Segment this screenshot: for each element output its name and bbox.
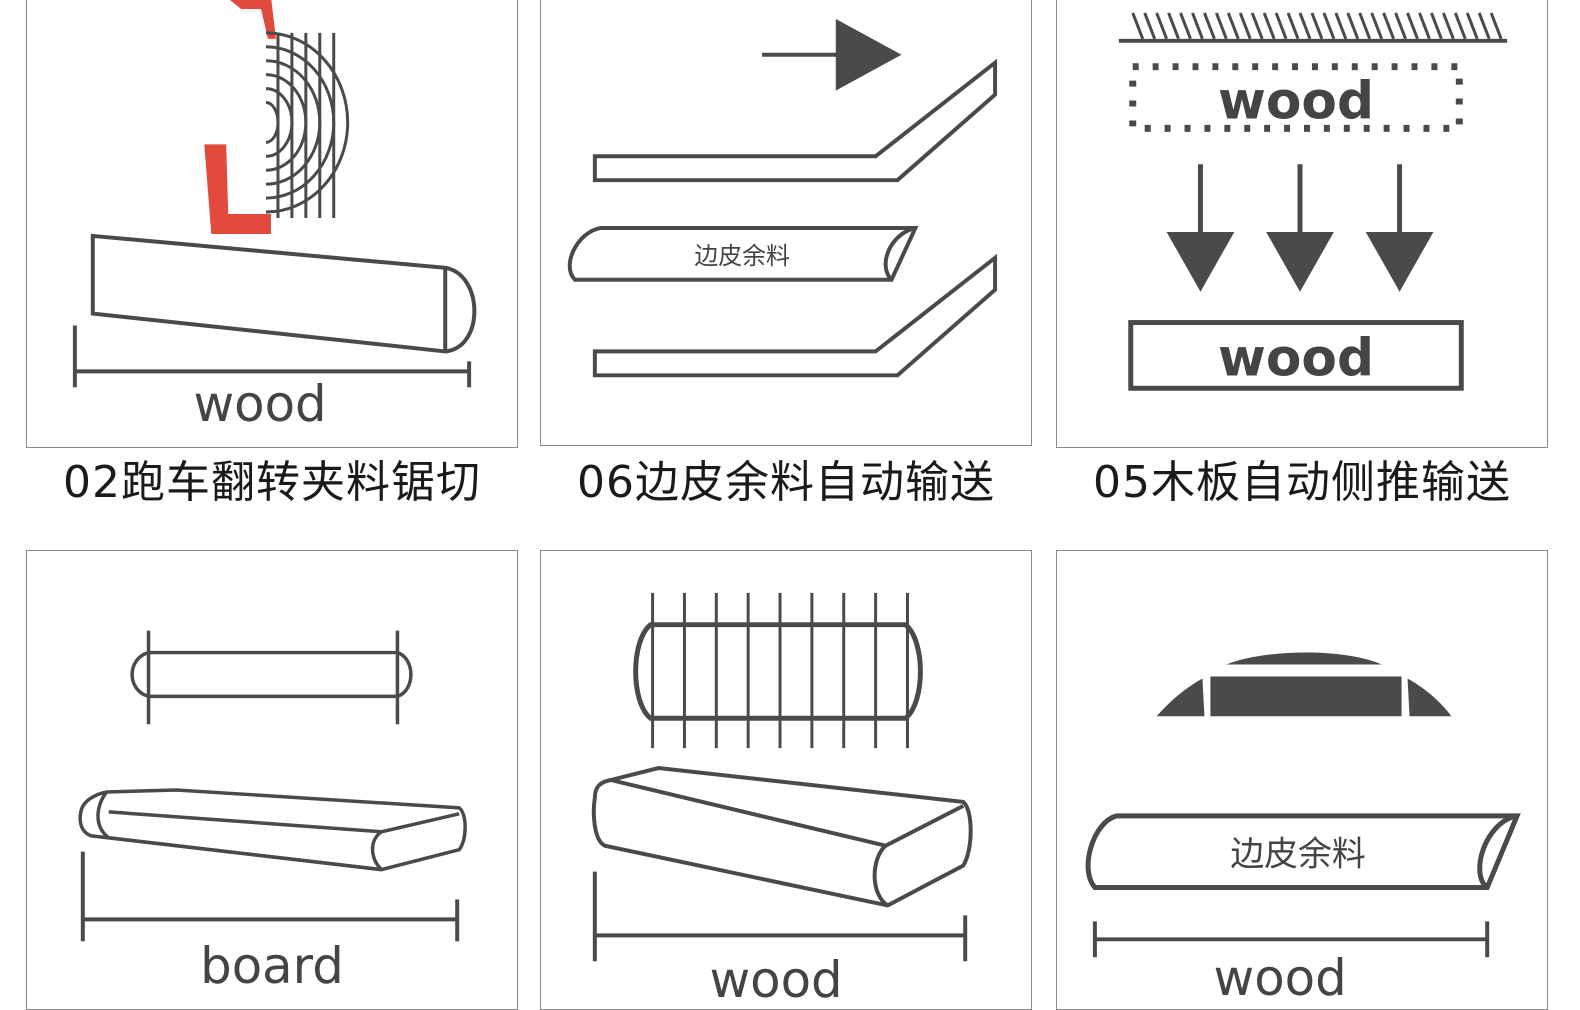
log-slice-icon — [633, 622, 923, 721]
side-push-diagram: wood wood — [1118, 12, 1508, 391]
dimension-line-icon — [1092, 921, 1490, 958]
panel-multi-blade: wood — [540, 550, 1032, 1010]
panel-board: board — [26, 550, 518, 1010]
wood-label: wood — [1214, 949, 1347, 1007]
wood-top-label: wood — [1218, 71, 1374, 131]
dimension-line-icon — [80, 851, 460, 942]
wood-block-icon — [90, 233, 477, 354]
push-arrows-icon — [1166, 164, 1434, 292]
caption-scrap-conveying: 06边皮余料自动输送 — [577, 457, 995, 508]
saw-blades-icon — [651, 592, 909, 749]
multi-blade-diagram: wood — [591, 592, 973, 1009]
log-cross-section-icon — [1156, 652, 1452, 717]
dotted-wood-outline-icon — [1129, 63, 1463, 132]
dimension-line-icon — [592, 871, 968, 962]
dimension-line-icon — [72, 325, 472, 388]
scrap-conveying-diagram: 边皮余料 — [567, 18, 998, 378]
caption-side-push: 05木板自动侧推输送 — [1093, 457, 1511, 508]
wood-block-icon — [591, 766, 973, 908]
board-label: board — [200, 937, 344, 995]
upper-conveyor-icon — [592, 58, 998, 183]
lower-conveyor-icon — [592, 253, 998, 378]
edge-slab-diagram: 边皮余料 wood — [1085, 652, 1521, 1007]
clamp-sawing-diagram: wood — [72, 0, 477, 433]
saw-blades-icon — [276, 32, 336, 219]
wood-bottom-label: wood — [1218, 328, 1374, 388]
board-block-icon — [78, 788, 467, 872]
scrap-slab-icon — [567, 225, 919, 282]
panel-side-push: wood wood — [1056, 0, 1548, 448]
panel-clamp-sawing: wood — [26, 0, 518, 448]
scrap-label: 边皮余料 — [694, 242, 790, 270]
panel-edge-slab: 边皮余料 wood — [1056, 550, 1548, 1010]
clamp-lower-icon — [204, 144, 272, 234]
hatch-marks-icon — [1131, 12, 1503, 40]
scrap-label: 边皮余料 — [1230, 835, 1365, 874]
wood-board-outline-icon — [1128, 320, 1464, 391]
wood-label: wood — [193, 375, 326, 433]
board-diagram: board — [78, 630, 467, 995]
wood-label: wood — [709, 951, 842, 1009]
clamp-upper-icon — [229, 0, 276, 39]
panel-scrap-conveying: 边皮余料 — [540, 0, 1032, 446]
direction-arrow-icon — [762, 18, 902, 91]
board-slice-icon — [130, 630, 413, 725]
scrap-slab-icon — [1085, 813, 1521, 891]
caption-clamp-sawing: 02跑车翻转夹料锯切 — [63, 457, 481, 508]
